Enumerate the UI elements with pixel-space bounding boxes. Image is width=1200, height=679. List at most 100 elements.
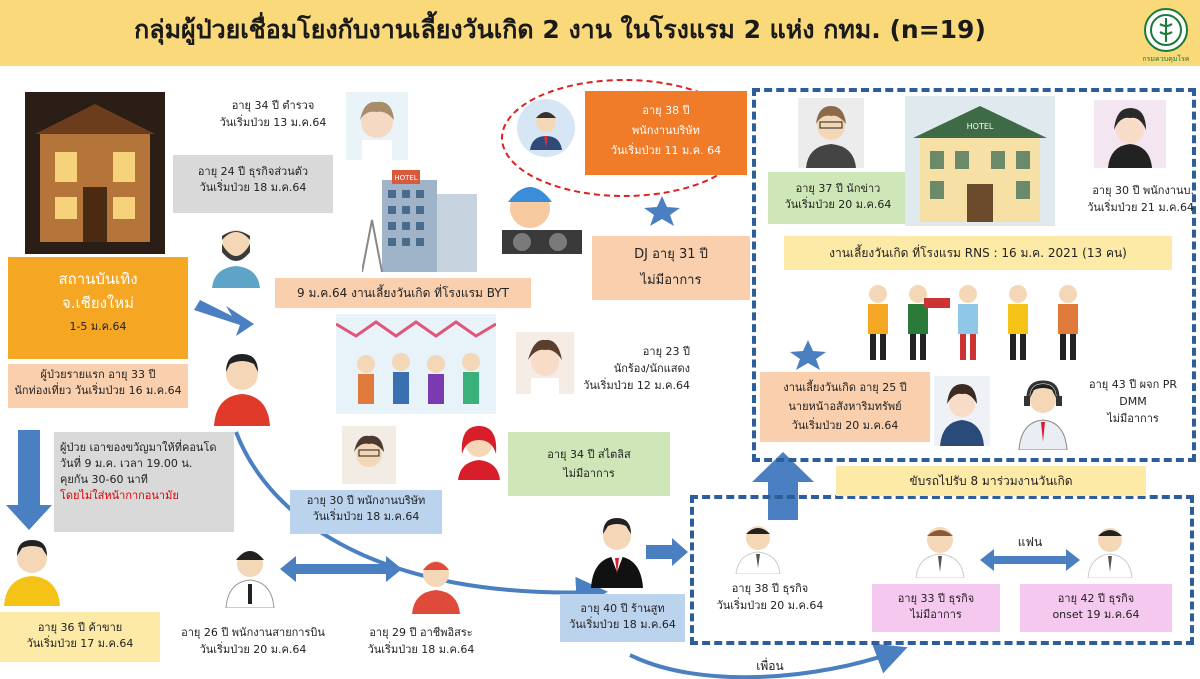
- reporter-icon: [798, 98, 864, 168]
- business24-line1: อายุ 24 ปี ธุรกิจส่วนตัว: [197, 165, 309, 178]
- partner-label: แฟน: [1017, 535, 1043, 549]
- shop40-line2: วันเริ่มป่วย 18 ม.ค.64: [569, 618, 676, 631]
- birthday25-box: งานเลี้ยงวันเกิด อายุ 25 ปี นายหน้าอสังห…: [760, 372, 930, 442]
- business33-box: อายุ 33 ปี ธุรกิจ ไม่มีอาการ: [872, 584, 1000, 632]
- singer-line3: วันเริ่มป่วย 12 ม.ค.64: [583, 379, 690, 392]
- svg-text:กรมควบคุมโรค: กรมควบคุมโรค: [1142, 54, 1189, 63]
- airline26-line1: อายุ 26 ปี พนักงานสายการบิน: [181, 626, 325, 639]
- employee30-avatar-icon: [342, 426, 396, 484]
- double-arrow-airline: [280, 556, 402, 582]
- business24-line2: วันเริ่มป่วย 18 ม.ค.64: [199, 181, 307, 194]
- pr-manager-icon: [1016, 378, 1070, 450]
- page-title: กลุ่มผู้ป่วยเชื่อมโยงกับงานเลี้ยงวันเกิด…: [134, 15, 986, 44]
- business42-icon: [1084, 522, 1136, 578]
- business42-line1: อายุ 42 ปี ธุรกิจ: [1057, 592, 1135, 605]
- trader36-box: อายุ 36 ปี ค้าขาย วันเริ่มป่วย 17 ม.ค.64: [0, 612, 160, 662]
- dj-image: [492, 172, 588, 260]
- double-arrow-partner: [980, 549, 1080, 571]
- man-beard-icon: [206, 222, 266, 288]
- stylist-line1: อายุ 34 ปี สไตลิส: [547, 448, 631, 461]
- stylist-avatar-icon: [452, 420, 506, 480]
- condo-note-line3: คุยกัน 30-60 นาที: [60, 473, 148, 486]
- trader-icon: [2, 536, 62, 606]
- employee-avatar-icon: [516, 98, 576, 158]
- drive-note-box: ขับรถไปรับ 8 มาร่วมงานวันเกิด: [836, 466, 1146, 496]
- police-label: อายุ 34 ปี ตำรวจ วันเริ่มป่วย 13 ม.ค.64: [198, 97, 348, 131]
- police-avatar-icon: [346, 92, 408, 160]
- employee30-line2: วันเริ่มป่วย 18 ม.ค.64: [312, 510, 420, 523]
- singer-line2: นักร้อง/นักแสดง: [613, 362, 690, 375]
- dj-box: DJ อายุ 31 ปี ไม่มีอาการ: [592, 236, 750, 300]
- police-line2: วันเริ่มป่วย 13 ม.ค.64: [219, 116, 327, 129]
- employee30b-line1: อายุ 30 ปี พนักงานบ.: [1092, 184, 1194, 197]
- rns-party-box: งานเลี้ยงวันเกิด ที่โรงแรม RNS : 16 ม.ค.…: [784, 236, 1172, 270]
- byt-party-box: 9 ม.ค.64 งานเลี้ยงวันเกิด ที่โรงแรม BYT: [275, 278, 531, 308]
- employee38-line2: พนักงานบริษัท: [632, 124, 700, 137]
- venue-line1: สถานบันเทิง: [58, 270, 138, 288]
- birthday25-line2: นายหน้าอสังหาริมทรัพย์: [788, 400, 902, 413]
- reporter-box: อายุ 37 ปี นักข่าว วันเริ่มป่วย 20 ม.ค.6…: [768, 172, 908, 224]
- freelance29-line2: วันเริ่มป่วย 18 ม.ค.64: [367, 643, 475, 656]
- pr43-line3: ไม่มีอาการ: [1107, 412, 1159, 425]
- pr43-label: อายุ 43 ปี ผจก PR DMM ไม่มีอาการ: [1080, 376, 1186, 427]
- shop40-box: อายุ 40 ปี ร้านสูท วันเริ่มป่วย 18 ม.ค.6…: [560, 594, 685, 642]
- business38-label: อายุ 38 ปี ธุรกิจ วันเริ่มป่วย 20 ม.ค.64: [705, 580, 835, 614]
- arrow-up-to-rns: [752, 452, 814, 520]
- byt-party-label: 9 ม.ค.64 งานเลี้ยงวันเกิด ที่โรงแรม BYT: [297, 286, 509, 300]
- arrow-to-patient: [194, 300, 254, 336]
- trader36-line2: วันเริ่มป่วย 17 ม.ค.64: [26, 637, 134, 650]
- arrow-down-left: [6, 430, 52, 530]
- condo-note-line1: ผู้ป่วย เอาของขวัญมาให้ที่คอนโด: [60, 441, 217, 454]
- business42-line2: onset 19 ม.ค.64: [1052, 608, 1140, 621]
- freelance29-line1: อายุ 29 ปี อาชีพอิสระ: [369, 626, 473, 639]
- curve-friend: [629, 643, 908, 679]
- star-icon: [644, 196, 680, 226]
- airline26-line2: วันเริ่มป่วย 20 ม.ค.64: [199, 643, 307, 656]
- condo-note-line2: วันที่ 9 ม.ค. เวลา 19.00 น.: [60, 457, 193, 470]
- friend-label: เพื่อน: [756, 659, 784, 673]
- svg-text:HOTEL: HOTEL: [967, 122, 994, 131]
- singer-label: อายุ 23 ปี นักร้อง/นักแสดง วันเริ่มป่วย …: [580, 343, 690, 394]
- business38-line2: วันเริ่มป่วย 20 ม.ค.64: [716, 599, 824, 612]
- arrow-to-friends: [646, 538, 688, 566]
- venue-box: สถานบันเทิง จ.เชียงใหม่ 1-5 ม.ค.64: [8, 257, 188, 359]
- business42-box: อายุ 42 ปี ธุรกิจ onset 19 ม.ค.64: [1020, 584, 1172, 632]
- business38-line1: อายุ 38 ปี ธุรกิจ: [731, 582, 809, 595]
- birthday25-line3: วันเริ่มป่วย 20 ม.ค.64: [791, 419, 899, 432]
- drive-note-label: ขับรถไปรับ 8 มาร่วมงานวันเกิด: [909, 474, 1073, 488]
- celebration-group-image: [856, 276, 1096, 362]
- stylist-box: อายุ 34 ปี สไตลิส ไม่มีอาการ: [508, 432, 670, 496]
- byt-hotel-image: HOTEL: [362, 160, 482, 272]
- employee30b-line2: วันเริ่มป่วย 21 ม.ค.64: [1087, 201, 1194, 214]
- stylist-line2: ไม่มีอาการ: [563, 467, 615, 480]
- condo-note-line4: โดยไม่ใส่หน้ากากอนามัย: [60, 489, 179, 502]
- business33-line1: อายุ 33 ปี ธุรกิจ: [897, 592, 975, 605]
- friends-group-box: [690, 495, 1194, 645]
- shop40-line1: อายุ 40 ปี ร้านสูท: [580, 602, 665, 615]
- pr43-line2: DMM: [1119, 395, 1147, 408]
- curve-to-shop: [234, 431, 608, 609]
- entertainment-venue-image: [25, 92, 165, 254]
- dj-line2: ไม่มีอาการ: [640, 273, 702, 288]
- header-bar: [0, 0, 1200, 66]
- employee30-line1: อายุ 30 ปี พนักงานบริษัท: [306, 494, 426, 507]
- employee38-line3: วันเริ่มป่วย 11 ม.ค. 64: [610, 144, 722, 157]
- reporter-line2: วันเริ่มป่วย 20 ม.ค.64: [784, 198, 892, 211]
- birthday25-avatar-icon: [934, 376, 990, 446]
- first-patient-line1: ผู้ป่วยรายแรก อายุ 33 ปี: [40, 368, 156, 381]
- employee30-box: อายุ 30 ปี พนักงานบริษัท วันเริ่มป่วย 18…: [290, 490, 442, 534]
- birthday25-line1: งานเลี้ยงวันเกิด อายุ 25 ปี: [783, 381, 907, 394]
- first-patient-line2: นักท่องเที่ยว วันเริ่มป่วย 16 ม.ค.64: [14, 384, 182, 397]
- employee30b-label: อายุ 30 ปี พนักงานบ. วันเริ่มป่วย 21 ม.ค…: [1064, 182, 1194, 216]
- pr43-line1: อายุ 43 ปี ผจก PR: [1088, 378, 1178, 391]
- suit-shop-icon: [588, 514, 646, 588]
- employee30b-avatar-icon: [1094, 100, 1166, 168]
- first-patient-box: ผู้ป่วยรายแรก อายุ 33 ปี นักท่องเที่ยว ว…: [8, 364, 188, 408]
- venue-line2: จ.เชียงใหม่: [61, 294, 135, 312]
- freelance29-label: อายุ 29 ปี อาชีพอิสระ วันเริ่มป่วย 18 ม.…: [356, 624, 486, 658]
- venue-line3: 1-5 ม.ค.64: [69, 320, 127, 333]
- first-patient-icon: [210, 350, 274, 426]
- police-line1: อายุ 34 ปี ตำรวจ: [231, 99, 315, 112]
- condo-note-box: ผู้ป่วย เอาของขวัญมาให้ที่คอนโด วันที่ 9…: [54, 432, 234, 532]
